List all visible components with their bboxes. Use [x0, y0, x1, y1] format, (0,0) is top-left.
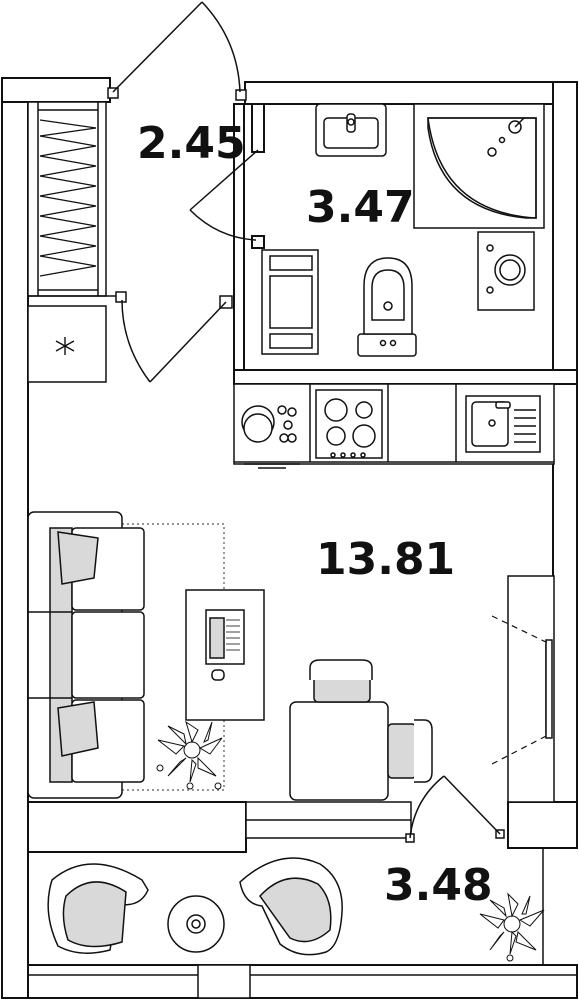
shower-cabin: [413, 103, 545, 229]
chair-right: [387, 719, 433, 783]
kitchen-sink: [465, 395, 541, 453]
bathroom-sink: [315, 103, 387, 157]
washing-machine: [477, 231, 535, 311]
wardrobe: [27, 101, 127, 303]
cooktop: [315, 389, 383, 459]
electrical-panel: [27, 305, 107, 383]
desk: [185, 589, 265, 721]
dining-table: [289, 701, 389, 801]
entrance-door[interactable]: [107, 1, 247, 101]
plant-living: [156, 720, 223, 790]
side-table: [167, 895, 225, 953]
plant-balcony: [479, 892, 545, 962]
bathroom-door[interactable]: [189, 149, 259, 241]
balcony-area-label: 3.48: [384, 860, 493, 911]
armchair-left: [47, 863, 149, 954]
bathroom-cabinet: [261, 249, 319, 355]
toilet: [357, 257, 417, 357]
living-area-label: 13.81: [316, 534, 455, 585]
asterisk-icon: [55, 337, 75, 355]
balcony-door[interactable]: [405, 775, 505, 843]
chair-top: [309, 659, 373, 703]
bathroom-area-label: 3.47: [306, 182, 415, 233]
armchair-right: [239, 857, 343, 956]
exterior-walls: [1, 77, 578, 999]
dishwasher: [241, 405, 300, 469]
hallway-area-label: 2.45: [137, 118, 246, 169]
sofa: [27, 511, 225, 799]
living-door[interactable]: [121, 295, 233, 383]
tv-cabinet: [491, 575, 555, 803]
